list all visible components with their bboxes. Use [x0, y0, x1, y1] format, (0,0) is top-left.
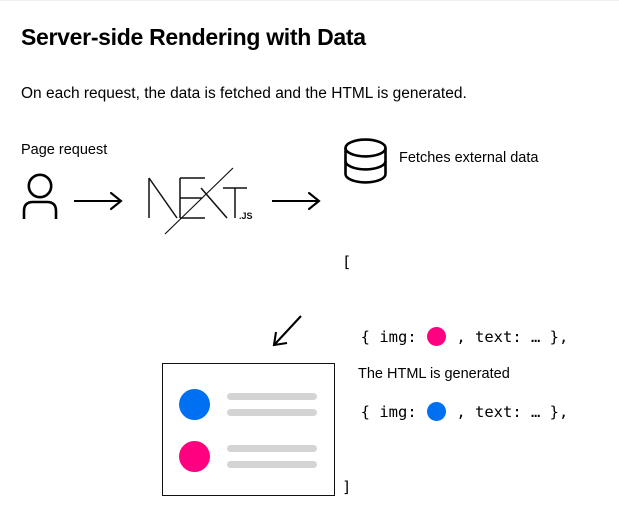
code-close-bracket: ]: [342, 478, 352, 496]
text-placeholder-bars: [227, 445, 317, 468]
svg-text:.JS: .JS: [239, 211, 253, 221]
page-request-label: Page request: [21, 142, 108, 158]
code-row-0-suffix: , text: … },: [447, 328, 569, 346]
nextjs-logo: .JS: [143, 166, 258, 241]
code-row-0: { img: , text: … },: [342, 325, 568, 350]
code-open-bracket: [: [342, 253, 352, 271]
user-icon: [18, 172, 64, 225]
text-bar: [227, 445, 317, 452]
html-generated-label: The HTML is generated: [358, 366, 510, 382]
blue-dot-icon: [179, 389, 210, 420]
text-bar: [227, 393, 317, 400]
code-row-1-suffix: , text: … },: [447, 403, 569, 421]
pink-dot-icon: [427, 327, 446, 346]
code-row-1: { img: , text: … },: [342, 400, 568, 425]
preview-row: [179, 441, 317, 472]
text-bar: [227, 409, 317, 416]
top-divider: [0, 0, 619, 1]
pink-dot-icon: [179, 441, 210, 472]
code-row-0-prefix: { img:: [342, 328, 426, 346]
code-row-1-prefix: { img:: [342, 403, 426, 421]
preview-row: [179, 389, 317, 420]
arrow-right-icon: [73, 191, 125, 216]
page-title: Server-side Rendering with Data: [21, 24, 366, 50]
fetches-external-data-label: Fetches external data: [399, 150, 539, 166]
html-preview-box: [162, 363, 335, 496]
page-subtitle: On each request, the data is fetched and…: [21, 85, 467, 102]
text-placeholder-bars: [227, 393, 317, 416]
arrow-right-icon-2: [271, 191, 323, 216]
arrow-down-left-icon: [268, 312, 308, 357]
data-array-code: [ { img: , text: … }, { img: , text: … }…: [342, 200, 568, 525]
text-bar: [227, 461, 317, 468]
database-icon: [342, 137, 389, 190]
blue-dot-icon: [427, 402, 446, 421]
